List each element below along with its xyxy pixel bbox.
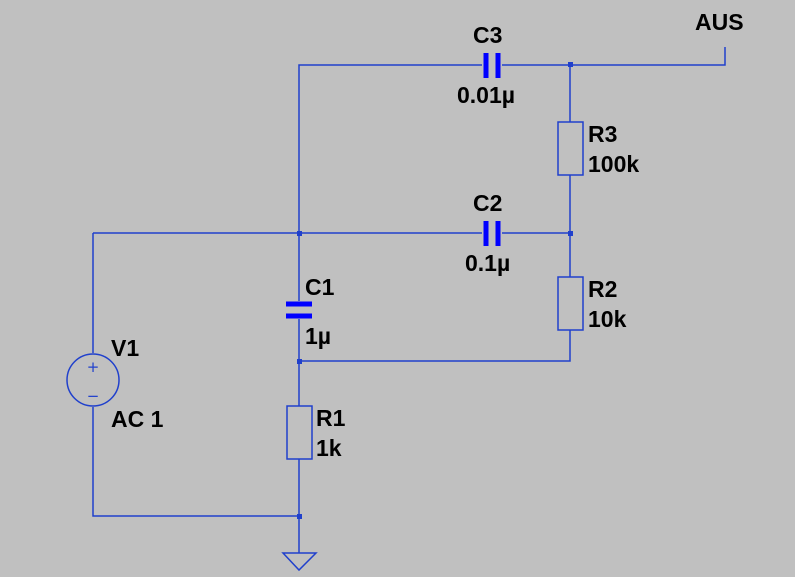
wire-source-loop	[92, 233, 299, 517]
r1-value: 1k	[316, 435, 342, 461]
v1-value: AC 1	[111, 406, 164, 432]
r1-name: R1	[316, 405, 346, 431]
wire-right-vertical	[299, 65, 571, 362]
junctions	[297, 62, 573, 519]
wires	[92, 47, 726, 553]
c1-name: C1	[305, 274, 335, 300]
junction-dot	[568, 62, 573, 67]
resistor-r3	[557, 121, 584, 176]
c2-value: 0.1µ	[465, 250, 510, 276]
c3-name: C3	[473, 22, 502, 48]
c2-name: C2	[473, 190, 502, 216]
wire-top	[298, 47, 726, 233]
junction-dot	[568, 231, 573, 236]
capacitor-c2	[483, 221, 501, 246]
ground-icon	[281, 552, 318, 572]
r2-name: R2	[588, 276, 617, 302]
r2-value: 10k	[588, 306, 627, 332]
v1-name: V1	[111, 335, 139, 361]
minus-sign: −	[87, 387, 100, 405]
c3-value: 0.01µ	[457, 82, 515, 108]
resistor-r1	[286, 405, 313, 460]
capacitor-c1	[286, 301, 312, 319]
c1-value: 1µ	[305, 323, 331, 349]
capacitor-c3	[483, 53, 501, 78]
voltage-source-v1: + −	[66, 353, 120, 407]
junction-dot	[297, 514, 302, 519]
r3-value: 100k	[588, 151, 639, 177]
plus-sign: +	[87, 358, 100, 376]
junction-dot	[297, 231, 302, 236]
output-label: AUS	[695, 9, 744, 35]
r3-name: R3	[588, 121, 617, 147]
resistor-r2	[557, 276, 584, 331]
junction-dot	[297, 359, 302, 364]
